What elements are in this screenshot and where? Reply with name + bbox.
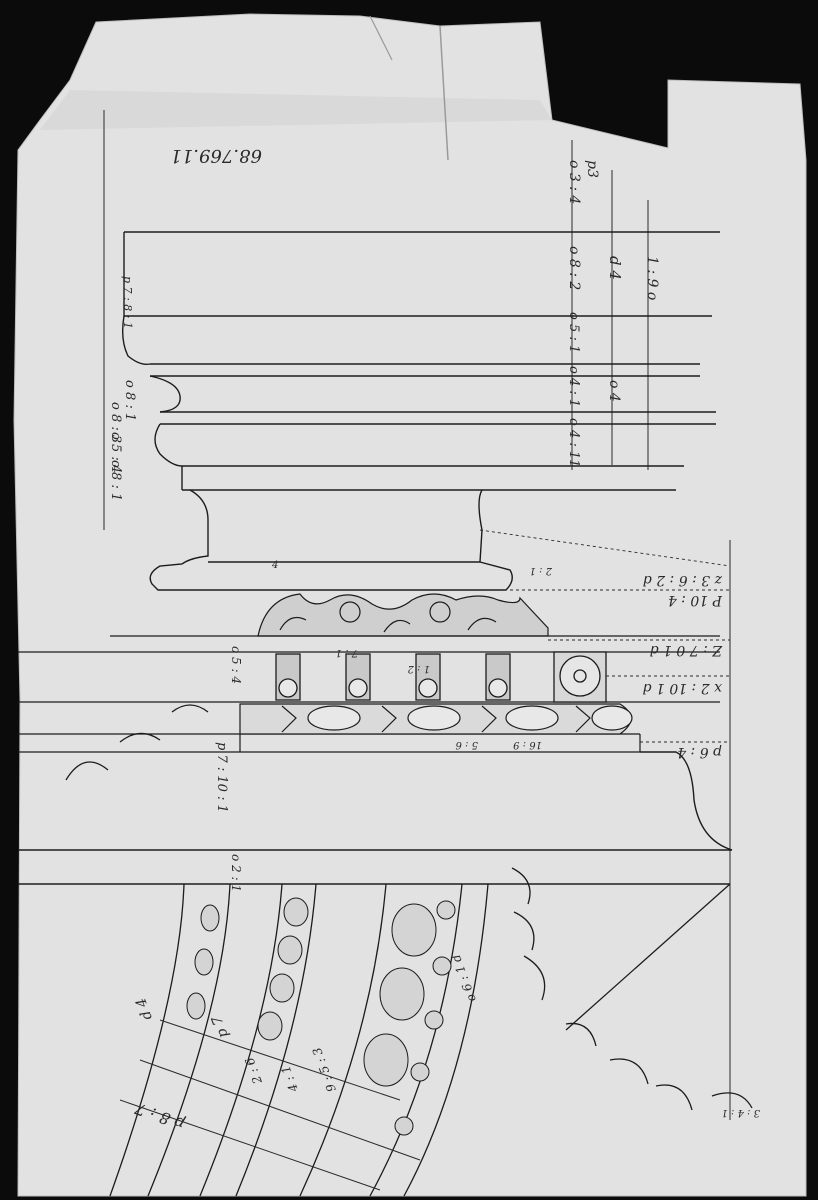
annotation: 5 : 6 (455, 739, 478, 750)
annotations-left-column: o 8 : 1 o 8 : 3 o 5 : 4 o 8 : 1 p 7 : 10… (108, 380, 243, 892)
annotation: p 7 : 10 : 1 (214, 742, 229, 813)
annotations-right-column: p3 o 3 : 4 o 8 : 2 o 5 : 1 o 4 : 1 o 4 :… (566, 160, 660, 467)
annotation: 1 : 9 o (644, 256, 660, 300)
annotation: P 10 : 4 (668, 592, 723, 608)
inventory-number: 68.769.11 (170, 145, 262, 166)
annotation: Z : 7 0 1 d (650, 642, 723, 658)
annotation: o 4 : 1 (566, 366, 581, 407)
scallop-arcs-right (511, 867, 753, 1111)
annotation: o 8 : 1 (122, 380, 137, 421)
vertical-guides (103, 110, 731, 1120)
diagonal-dimension-lines (119, 1019, 421, 1191)
annotation: d 4 (133, 996, 156, 1022)
annotation: o 5 : 1 (566, 312, 581, 353)
leaf-frieze (110, 593, 720, 637)
annotation: 4 (271, 560, 278, 571)
annotations-lower-right: z 3 : 6 : 2 d P 10 : 4 Z : 7 0 1 d x 2 :… (643, 572, 723, 760)
dimension-leaders (479, 529, 731, 743)
annotation: o 4 : 11 (566, 418, 581, 467)
egg-and-dart-band (18, 703, 641, 753)
annotation: o 5 : 4 (108, 432, 123, 473)
paper-tear-line (439, 25, 449, 161)
paper-top-crease (40, 90, 552, 130)
annotation: o 8 : 1 (108, 460, 123, 501)
annotation: o 3 : 4 (566, 160, 582, 204)
annotation: 3 : 4 : 1 (721, 1107, 760, 1118)
annotation: o 8 : 2 (566, 246, 582, 290)
annotation: p 7 (209, 1014, 232, 1041)
annotation: p3 (584, 160, 600, 178)
annotation: p 7 : 8 : 1 (121, 276, 134, 329)
annotation: p 6 : 4 (677, 744, 722, 760)
annotation: o 5 : 4 (229, 646, 243, 684)
annotation: o 4 (606, 380, 622, 402)
annotation: d 4 (606, 256, 624, 280)
archivolt-ornament (186, 897, 456, 1136)
annotation: 2 : 1 (530, 565, 553, 576)
annotation: z 3 : 6 : 2 d (643, 572, 723, 588)
scallop-arcs-left (65, 704, 209, 781)
annotation: x 2 : 10 1 d (643, 680, 722, 696)
annotation: o 8 : 3 (108, 402, 123, 443)
annotation: 16 : 9 (513, 739, 542, 750)
console-row (18, 651, 720, 703)
annotations-small: 7 : 1 1 : 2 4 5 : 6 16 : 9 2 : 1 p 7 : 8… (121, 276, 760, 1118)
paper-tear-line (369, 15, 393, 61)
annotation: 7 : 1 (336, 647, 358, 658)
annotation: o 2 : 1 (229, 854, 243, 892)
cornice-lower (18, 751, 733, 885)
capital-profile (121, 231, 720, 591)
annotation: 1 : 2 (408, 663, 430, 674)
archivolt-bands (109, 883, 489, 1197)
